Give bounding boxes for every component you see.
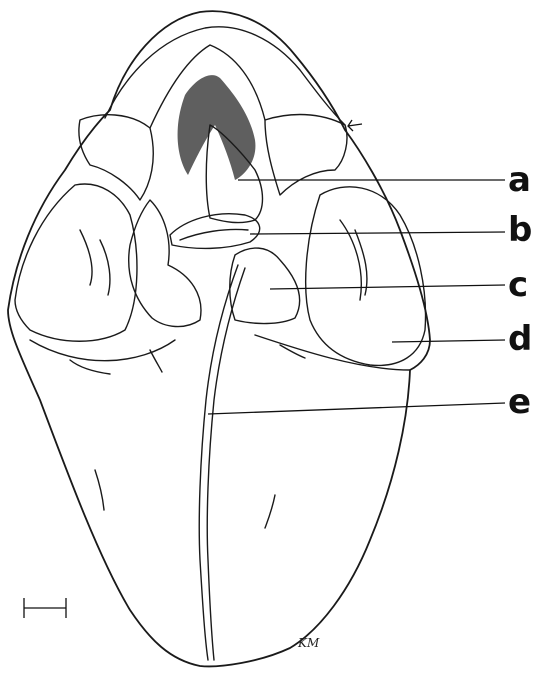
shade-stroke-2 <box>100 240 110 295</box>
label-b: b <box>508 213 532 247</box>
leader-line-e <box>208 403 505 414</box>
shade-stroke-5 <box>95 470 104 510</box>
structure-d <box>306 187 426 366</box>
right-upper-flap <box>265 115 347 195</box>
dark-throat <box>178 75 256 180</box>
structure-e-groove-inner <box>207 268 245 660</box>
left-upper-flap <box>79 115 153 200</box>
structure-c <box>230 248 300 324</box>
leader-line-d <box>392 340 505 342</box>
label-a: a <box>508 163 531 197</box>
left-lateral-lobe <box>15 184 137 341</box>
label-e: e <box>508 385 531 419</box>
artist-signature: KM <box>298 636 319 650</box>
shade-stroke-1 <box>80 230 92 285</box>
left-lobe <box>129 200 201 327</box>
label-d: d <box>508 322 532 356</box>
scale-bar <box>24 598 66 618</box>
structure-e-groove <box>199 265 238 660</box>
shade-stroke-7 <box>150 350 162 372</box>
structure-b-crease <box>180 229 248 240</box>
indicator-arrow <box>348 120 362 131</box>
shade-stroke-8 <box>70 360 110 374</box>
shade-stroke-6 <box>265 495 275 528</box>
label-c: c <box>508 268 528 302</box>
leader-line-b <box>250 232 505 234</box>
